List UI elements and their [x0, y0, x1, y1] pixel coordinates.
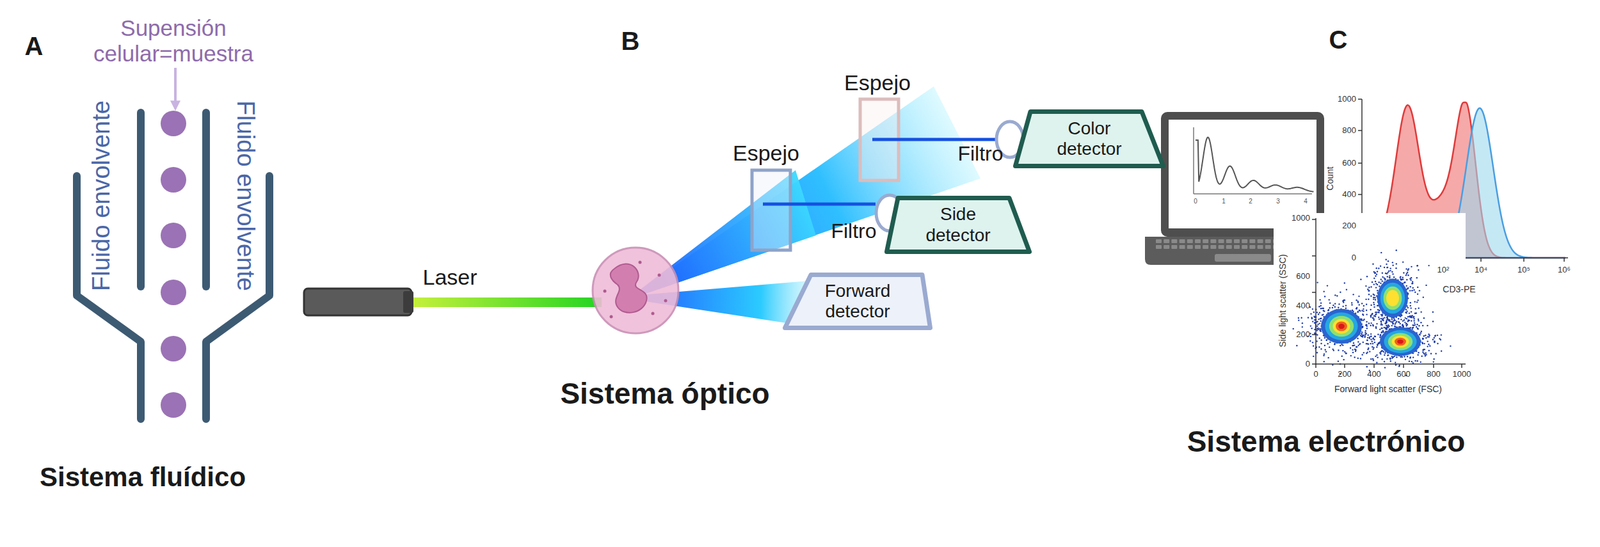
detector-label: Forward detector	[809, 280, 906, 322]
tick-label: 800	[1342, 126, 1357, 136]
sheath-label: Fluido envolvente	[231, 100, 260, 292]
mini-plot	[1193, 127, 1314, 194]
part-label: Espejo	[844, 70, 911, 96]
tick-label: 800	[1426, 369, 1441, 380]
tick-label: 4	[1303, 197, 1308, 206]
tick-label: 600	[1396, 369, 1411, 380]
tick-label: 0	[1313, 369, 1318, 380]
laser-beam	[409, 297, 602, 308]
upper-beam	[632, 86, 981, 299]
tick-label: 200	[1337, 369, 1352, 380]
tick-label: 3	[1276, 197, 1280, 206]
tick-label: 0	[1305, 359, 1311, 370]
panel-letter: A	[24, 31, 44, 61]
sample-arrow	[174, 67, 177, 109]
tick-label: 600	[1342, 158, 1357, 169]
detector-label: Side detector	[910, 204, 1007, 246]
tick-label: 10⁶	[1557, 265, 1571, 276]
tick-label: 2	[1248, 197, 1253, 206]
tick-label: 0	[1351, 253, 1357, 264]
tick-label: 1000	[1452, 369, 1472, 380]
mirror	[752, 170, 791, 251]
sheath-label: Fluido envolvente	[87, 100, 116, 292]
reflected-ray	[762, 202, 876, 207]
scatter-panel	[1273, 213, 1466, 400]
axis-title: Forward light scatter (FSC)	[1334, 384, 1442, 395]
tick-label: 600	[1296, 272, 1311, 282]
detector-box: Side detector	[884, 195, 1032, 255]
tick-label: 400	[1342, 190, 1357, 200]
tick-label: 1000	[1291, 213, 1311, 224]
detector-label: Color detector	[1041, 118, 1138, 160]
tick-label: 400	[1367, 369, 1382, 380]
reflected-ray	[872, 138, 996, 142]
axis-title: CD3-PE	[1442, 284, 1476, 295]
tick-label: 1000	[1337, 94, 1357, 105]
panel-letter: B	[621, 26, 640, 56]
section-title: Sistema electrónico	[1187, 424, 1466, 459]
part-label: Filtro	[957, 142, 1003, 166]
axis-title: Side light scatter (SSC)	[1277, 254, 1288, 348]
axis-title: Count	[1324, 166, 1336, 191]
section-title: Sistema óptico	[560, 376, 770, 411]
sample-label: Supensión celular=muestra	[77, 15, 270, 68]
tick-label: 200	[1342, 221, 1357, 232]
part-label: Espejo	[732, 140, 800, 166]
scatter-axes	[1312, 218, 1466, 368]
cell	[592, 247, 679, 334]
part-label: Filtro	[830, 219, 877, 244]
section-title: Sistema fluídico	[39, 462, 246, 493]
part-label: Laser	[422, 264, 477, 290]
tick-label: 0	[1193, 197, 1198, 206]
laser-device	[304, 288, 414, 316]
cell-dots	[160, 110, 187, 418]
tick-label: 10²	[1437, 265, 1450, 276]
tick-label: 10⁵	[1517, 265, 1531, 276]
detector-box: Forward detector	[782, 272, 933, 331]
tick-label: 200	[1296, 330, 1311, 340]
detector-box: Color detector	[1013, 109, 1166, 169]
tick-label: 1	[1221, 197, 1226, 206]
tick-label: 400	[1296, 301, 1311, 312]
tick-label: 10⁴	[1474, 265, 1488, 276]
panel-letter: C	[1329, 24, 1348, 55]
